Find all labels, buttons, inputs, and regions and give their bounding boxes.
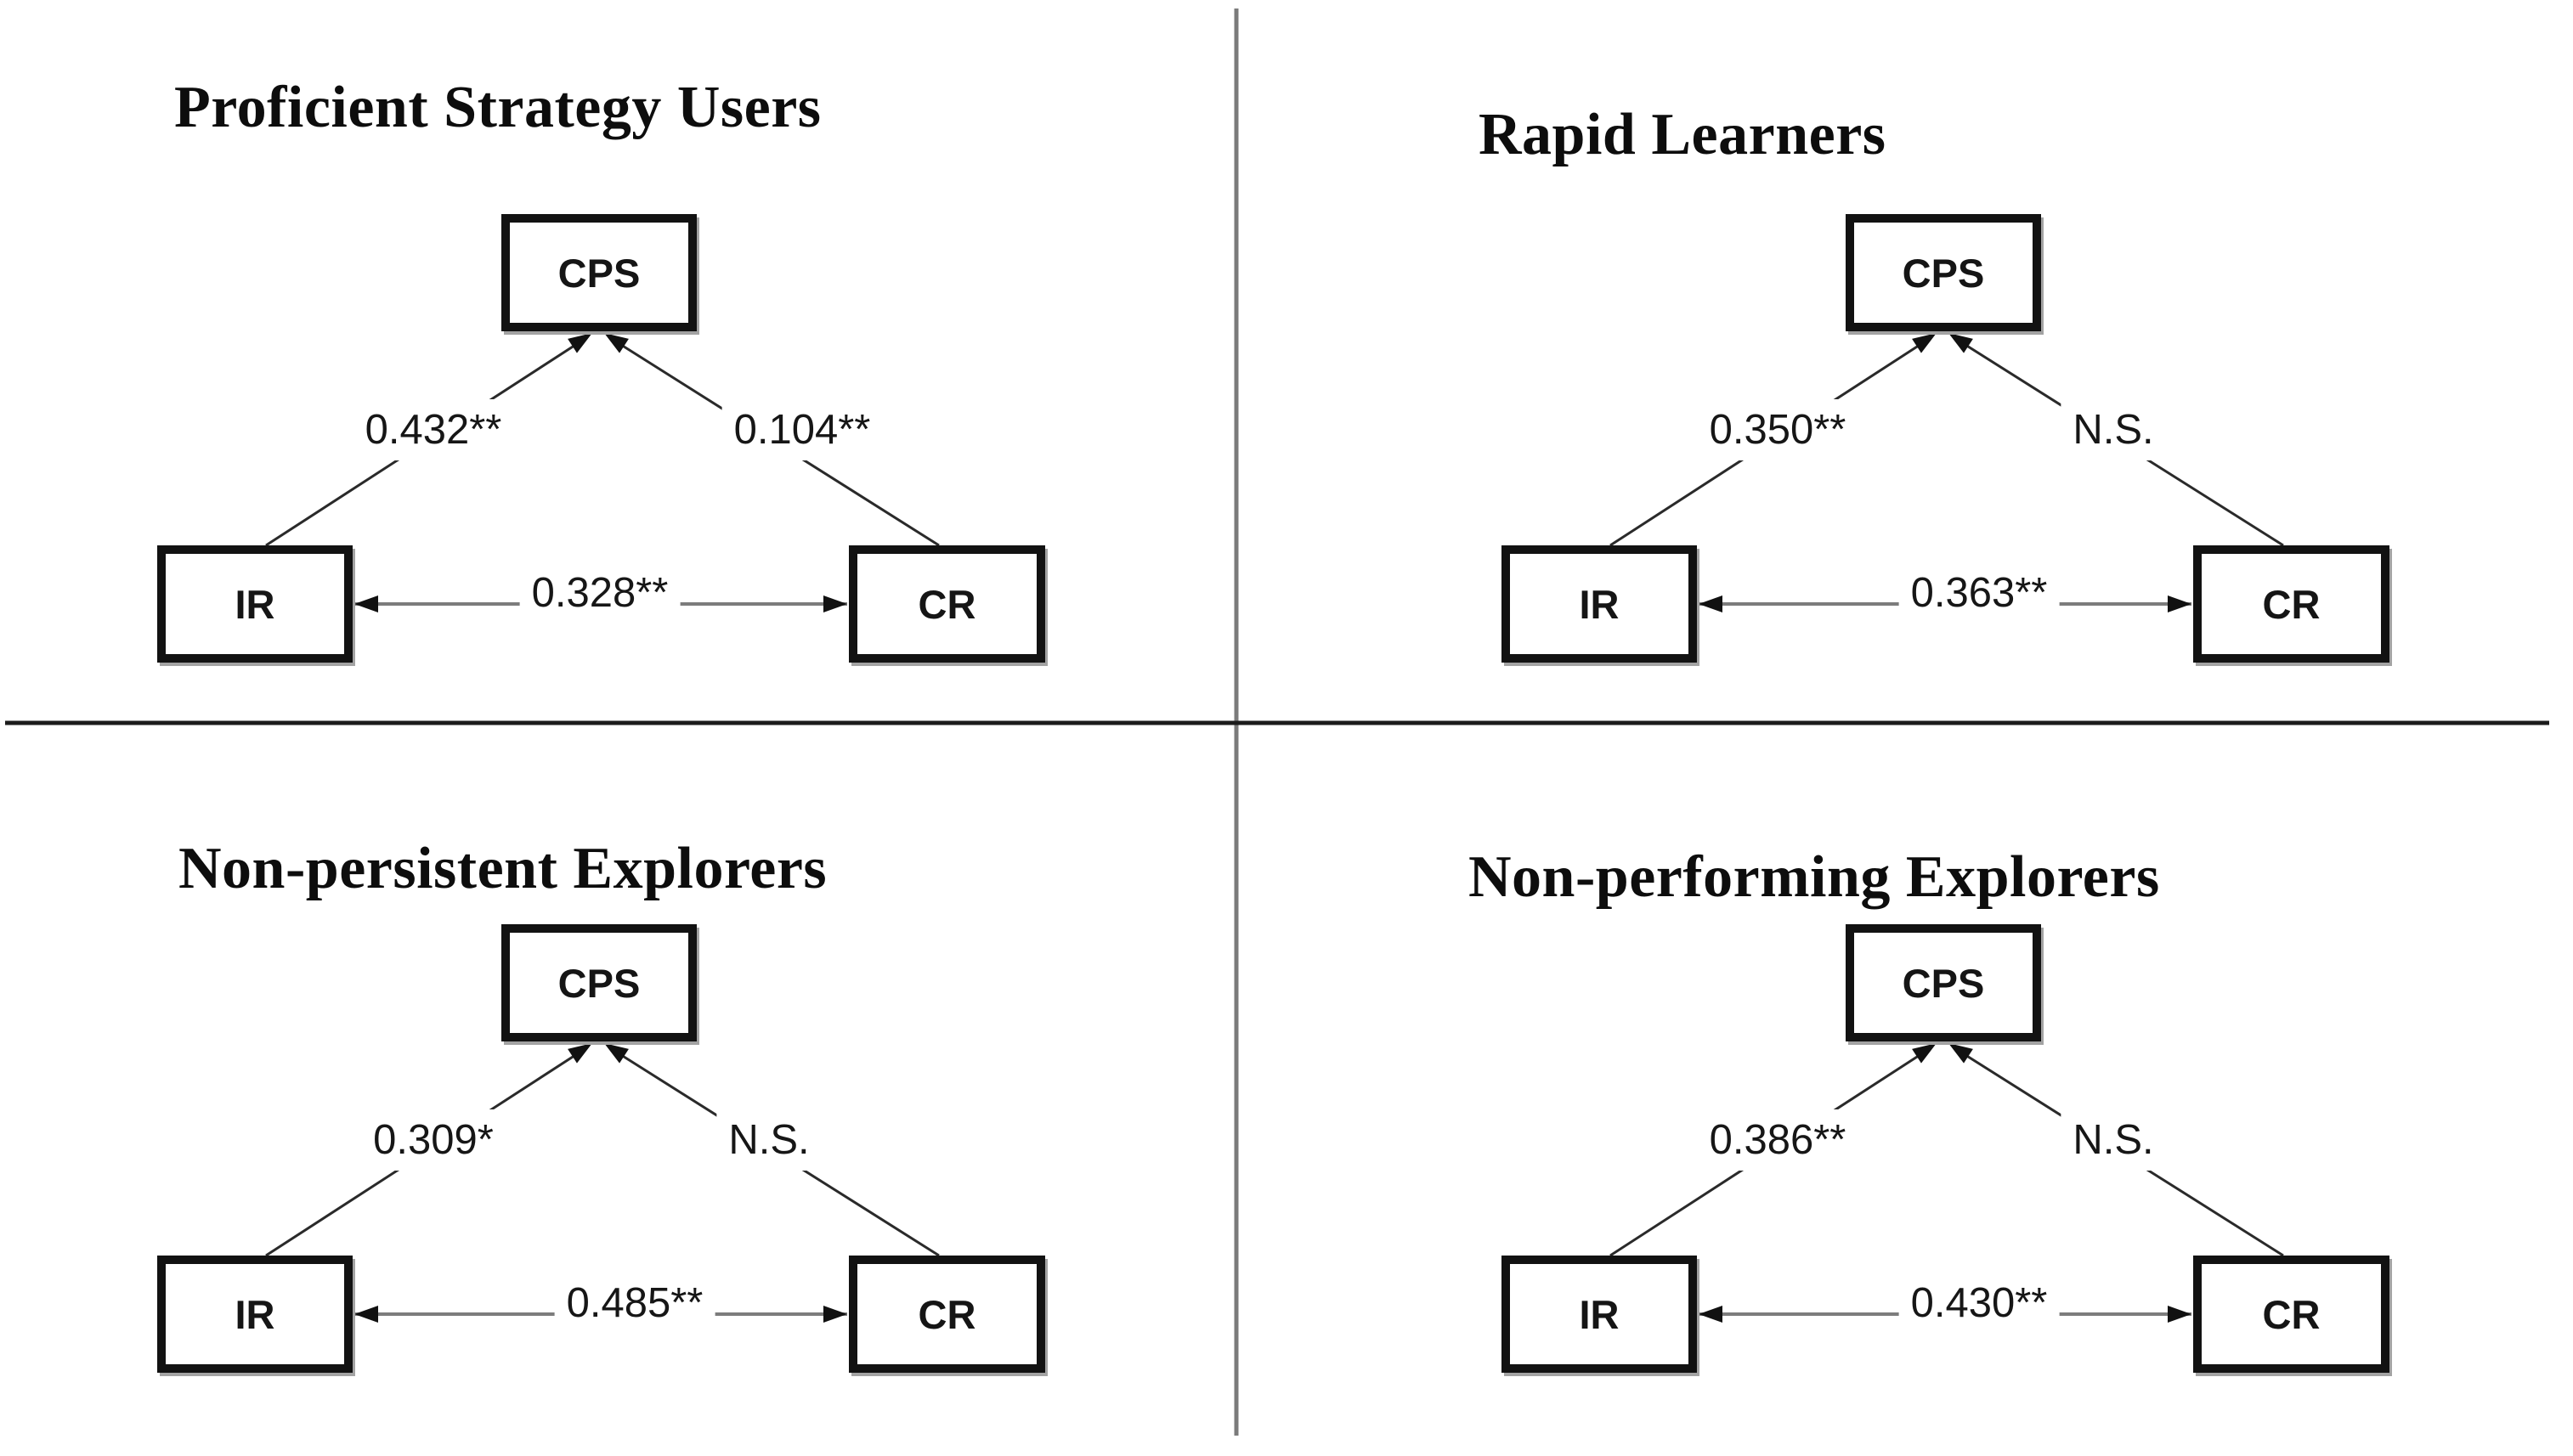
edge-label-ir-cps: 0.432** [353,399,514,460]
edge-label-cr-cps: N.S. [716,1109,822,1171]
node-cps: CPS [1846,214,2041,331]
arrowhead-into-ir [354,1306,378,1323]
edge-label-ir-cps: 0.309* [361,1109,506,1171]
edge-label-cr-cps: N.S. [2061,1109,2166,1171]
edge-label-ir-cps: 0.386** [1697,1109,1858,1171]
edge-label-ir-cr: 0.430** [1898,1273,2060,1334]
arrowhead-ir-to-cps [568,333,592,353]
arrowhead-cr-to-cps [1948,333,1973,353]
arrowhead-cr-to-cps [604,1043,629,1064]
node-cr: CR [2193,1256,2389,1373]
arrowhead-into-ir [1699,595,1722,612]
edge-label-ir-cr: 0.485** [554,1273,715,1334]
arrowhead-ir-to-cps [1912,333,1937,353]
edge-label-ir-cps: 0.350** [1697,399,1858,460]
node-ir: IR [157,1256,353,1373]
node-cr: CR [849,1256,1045,1373]
quadrant-title-proficient-strategy-users: Proficient Strategy Users [174,75,822,140]
node-cps: CPS [1846,924,2041,1041]
edge-label-ir-cr: 0.328** [519,562,681,624]
node-cr: CR [2193,545,2389,663]
node-ir: IR [1501,545,1697,663]
arrowhead-ir-to-cps [1912,1043,1937,1064]
arrowhead-into-cr [2168,595,2191,612]
arrowhead-into-ir [354,595,378,612]
node-ir: IR [157,545,353,663]
edge-label-cr-cps: 0.104** [721,399,883,460]
edge-label-ir-cr: 0.363** [1898,562,2060,624]
arrowhead-into-cr [2168,1306,2191,1323]
quadrant-title-rapid-learners: Rapid Learners [1479,102,1886,167]
arrowhead-into-cr [823,595,847,612]
node-cps: CPS [501,214,697,331]
arrowhead-into-cr [823,1306,847,1323]
edge-label-cr-cps: N.S. [2061,399,2166,460]
arrowhead-cr-to-cps [1948,1043,1973,1064]
arrowhead-ir-to-cps [568,1043,592,1064]
quadrant-title-non-performing-explorers: Non-performing Explorers [1468,844,2160,910]
node-cr: CR [849,545,1045,663]
quadrant-title-non-persistent-explorers: Non-persistent Explorers [178,836,828,901]
node-cps: CPS [501,924,697,1041]
arrowhead-cr-to-cps [604,333,629,353]
node-ir: IR [1501,1256,1697,1373]
arrowhead-into-ir [1699,1306,1722,1323]
